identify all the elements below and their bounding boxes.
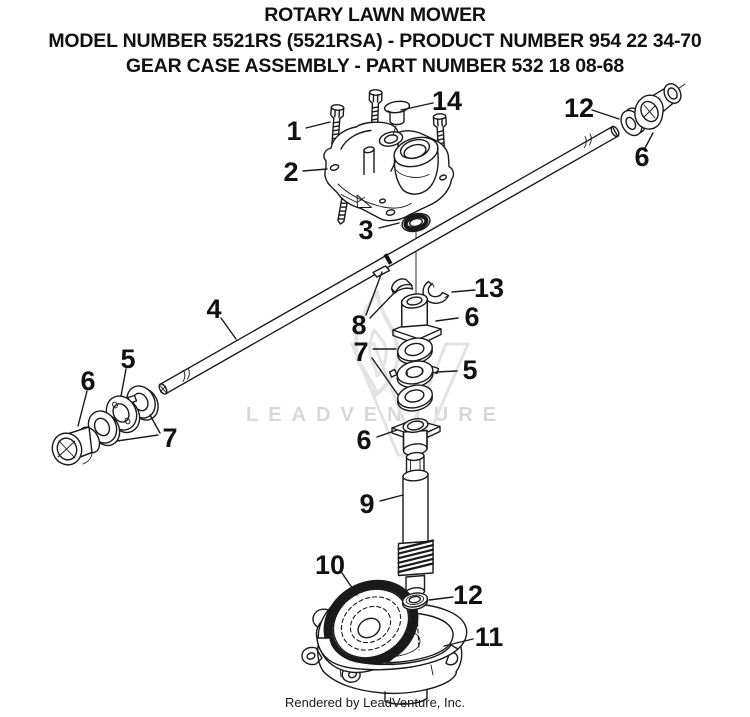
callout-11: 11 xyxy=(475,622,504,652)
washer-12-bottom xyxy=(401,592,429,611)
callout-12-bottom: 12 xyxy=(453,580,483,610)
callout-3: 3 xyxy=(358,215,373,245)
callout-9: 9 xyxy=(359,489,374,519)
seal-washer-3 xyxy=(401,212,431,233)
callout-8: 8 xyxy=(351,310,366,340)
callout-5-middle: 5 xyxy=(462,355,477,385)
leader-lines xyxy=(77,102,654,647)
special-washer-5-middle xyxy=(388,360,440,389)
callout-2: 2 xyxy=(283,157,298,187)
plug xyxy=(383,100,411,126)
housing-front-rim xyxy=(316,637,459,671)
callout-6-middle: 6 xyxy=(464,302,479,332)
bearing-6-left xyxy=(51,426,101,466)
left-stack xyxy=(51,385,159,466)
callout-1: 1 xyxy=(286,116,301,146)
callout-4: 4 xyxy=(206,294,221,324)
callout-7-left: 7 xyxy=(162,423,177,453)
callout-12-top: 12 xyxy=(564,93,594,123)
callouts: 1 2 3 4 14 12 6 13 8 6 7 5 5 6 7 6 9 10 … xyxy=(80,86,649,652)
header: ROTARY LAWN MOWER MODEL NUMBER 5521RS (5… xyxy=(0,3,750,80)
title-line-2: MODEL NUMBER 5521RS (5521RSA) - PRODUCT … xyxy=(48,29,702,52)
callout-14: 14 xyxy=(432,86,462,116)
special-washer-5-left xyxy=(105,394,141,434)
washer-7-middle-upper xyxy=(397,337,433,365)
worm-shaft-9 xyxy=(397,451,435,597)
callout-6-left: 6 xyxy=(80,366,95,396)
bearing-6-middle-lower xyxy=(391,418,441,456)
footer-credit: Rendered by LeadVenture, Inc. xyxy=(285,695,465,710)
washer-7-middle-lower xyxy=(397,384,433,412)
callout-13: 13 xyxy=(474,273,504,303)
drive-shaft xyxy=(158,125,620,395)
callout-6-top-right: 6 xyxy=(634,142,649,172)
key-8 xyxy=(390,278,414,295)
bearing-6-top-right xyxy=(634,83,686,130)
callout-6-lower: 6 xyxy=(356,425,371,455)
callout-10: 10 xyxy=(315,550,345,580)
watermark-logo xyxy=(350,290,470,457)
title-line-1: ROTARY LAWN MOWER xyxy=(264,4,486,26)
callout-7-middle: 7 xyxy=(353,337,368,367)
title-line-3: GEAR CASE ASSEMBLY - PART NUMBER 532 18 … xyxy=(125,55,625,77)
callout-5-left: 5 xyxy=(120,344,135,374)
gear-case-cover xyxy=(323,121,455,222)
